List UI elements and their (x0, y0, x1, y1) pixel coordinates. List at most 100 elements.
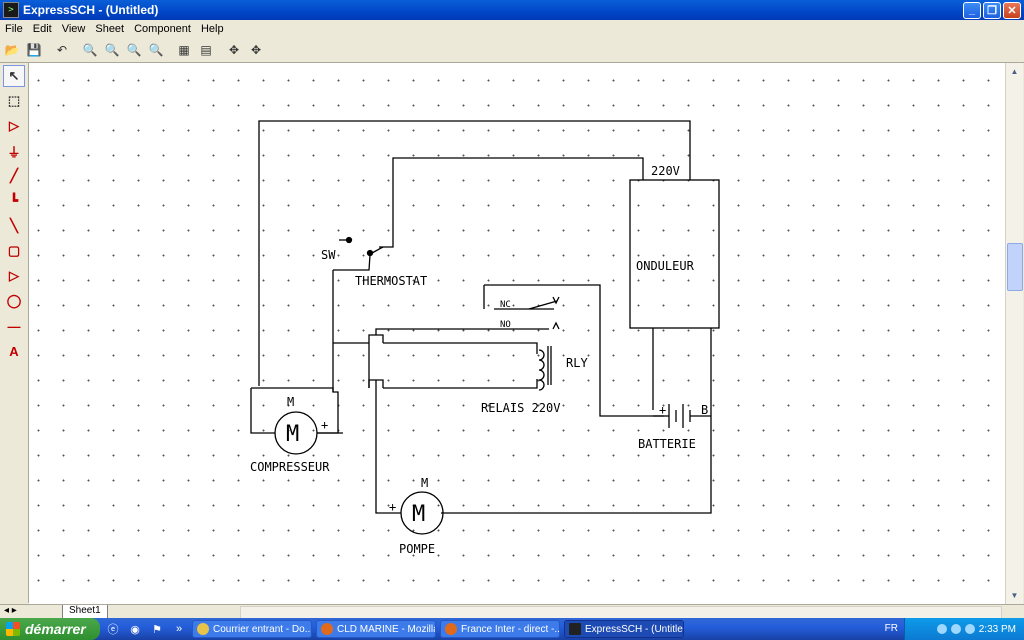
sheet-properties-icon[interactable]: ▦ (178, 42, 190, 57)
windows-flag-icon (6, 622, 20, 636)
quicklaunch-more-icon[interactable]: » (175, 623, 183, 635)
close-button[interactable]: ✕ (1003, 1, 1021, 19)
compresseur-motor-symbol: M (286, 422, 299, 447)
task-expresssch[interactable]: ExpressSCH - (Untitled) (564, 620, 684, 638)
wire (441, 328, 712, 514)
label-sw: SW (321, 248, 336, 262)
wire (258, 120, 691, 386)
menu-help[interactable]: Help (200, 22, 224, 35)
component-icon[interactable]: ▷ (9, 118, 19, 133)
part-icon[interactable]: ▢ (7, 243, 21, 258)
title-bar: > ExpressSCH - (Untitled) _ ❐ ✕ (0, 0, 1024, 20)
zoom-fit-icon[interactable]: 🔍 (148, 42, 164, 57)
zoom-area-icon[interactable]: 🔍 (126, 42, 142, 57)
scroll-thumb[interactable] (1007, 243, 1023, 291)
task-firefox-cld[interactable]: CLD MARINE - Mozilla... (316, 620, 436, 638)
label-no: NO (500, 320, 511, 330)
scroll-down-arrow-icon[interactable]: ▼ (1010, 591, 1019, 600)
open-icon[interactable]: 📂 (4, 42, 20, 57)
label-compresseur: COMPRESSEUR (250, 460, 330, 474)
label-rly: RLY (566, 356, 588, 370)
label-batterie-b: B (701, 403, 708, 417)
menu-bar: File Edit View Sheet Component Help (0, 20, 1024, 37)
wire (375, 505, 401, 514)
relay-coil (538, 349, 545, 391)
runner-icon[interactable]: ⚑ (152, 623, 162, 636)
language-indicator[interactable]: FR (884, 623, 898, 634)
select-arrow-icon[interactable]: ↖ (3, 65, 25, 87)
save-icon[interactable]: 💾 (26, 42, 42, 57)
label-compresseur-plus: + (321, 418, 328, 432)
menu-edit[interactable]: Edit (32, 22, 52, 35)
wire (333, 254, 371, 271)
label-relais: RELAIS 220V (481, 401, 560, 415)
start-button[interactable]: démarrer (0, 618, 100, 640)
network-icon[interactable] (964, 624, 975, 634)
tray-icon[interactable] (950, 624, 961, 634)
pompe-motor (400, 491, 444, 535)
ie-icon[interactable]: ⓔ (107, 624, 119, 636)
vertical-scrollbar[interactable]: ▲ ▼ (1005, 63, 1023, 604)
scroll-up-arrow-icon[interactable]: ▲ (1010, 67, 1019, 76)
switch-contact (366, 249, 374, 257)
wire (379, 157, 644, 248)
wire (484, 284, 664, 417)
firefox-icon (445, 623, 457, 635)
label-thermostat: THERMOSTAT (355, 274, 427, 288)
text-icon[interactable]: A (9, 343, 19, 359)
window-title: ExpressSCH - (Untitled) (23, 3, 159, 17)
wire-hop (368, 334, 384, 343)
undo-icon[interactable]: ↶ (56, 42, 68, 57)
tool-palette: ↖ ⬚ ▷ ⏚ ╱ ┗ ╲ ▢ ▷ ◯ — A (0, 63, 29, 603)
firefox-icon (321, 623, 333, 635)
schematic-canvas[interactable]: SW THERMOSTAT 220V ONDULEUR NC NO RLY RE… (29, 63, 1005, 604)
menu-sheet[interactable]: Sheet (95, 22, 125, 35)
sheet-tab[interactable]: Sheet1 (62, 605, 108, 619)
zoom-in-icon[interactable]: 🔍 (82, 42, 98, 57)
pompe-motor-symbol: M (412, 502, 425, 527)
wire (383, 342, 538, 354)
switch-lever (371, 246, 384, 254)
sheet-bar: ◂ ▸ Sheet1 (0, 604, 1024, 619)
circle-icon[interactable]: ◯ (6, 293, 22, 308)
tray-icon[interactable] (936, 624, 947, 634)
expresssch-icon (569, 623, 581, 635)
minimize-button[interactable]: _ (963, 1, 981, 19)
rotate-icon[interactable]: ✥ (250, 42, 262, 57)
task-firefox-inter[interactable]: France Inter - direct -... (440, 620, 560, 638)
label-pompe: POMPE (399, 542, 435, 556)
taskbar: démarrer ⓔ ◉ ⚑ » Courrier entrant - Do..… (0, 618, 1024, 640)
system-tray: 2:33 PM (904, 618, 1024, 640)
arrow-icon[interactable]: ▷ (9, 268, 19, 283)
wire (250, 388, 275, 434)
label-pompe-m: M (421, 476, 428, 490)
pin-icon[interactable]: — (7, 318, 21, 334)
schematic-drawing: SW THERMOSTAT 220V ONDULEUR NC NO RLY RE… (250, 120, 720, 556)
no-contact (552, 321, 560, 330)
contact-arm (528, 300, 558, 310)
move-icon[interactable]: ✥ (228, 42, 240, 57)
bus-icon[interactable]: ╲ (10, 218, 18, 233)
menu-view[interactable]: View (61, 22, 86, 35)
label-nc: NC (500, 300, 511, 310)
wire-icon[interactable]: ╱ (10, 168, 18, 183)
maximize-button[interactable]: ❐ (983, 1, 1001, 19)
toolbar: 📂 💾 ↶ 🔍 🔍 🔍 🔍 ▦ ▤ ✥ ✥ (0, 37, 1024, 63)
sheet-icon[interactable]: ▤ (200, 42, 212, 57)
wire (383, 379, 538, 389)
clock[interactable]: 2:33 PM (978, 623, 1016, 635)
onduleur-box (629, 179, 720, 329)
sheet-nav-icon[interactable]: ◂ ▸ (4, 605, 17, 616)
menu-file[interactable]: File (5, 22, 23, 35)
select-area-icon[interactable]: ⬚ (7, 93, 21, 108)
junction-icon[interactable]: ┗ (10, 193, 18, 208)
outlook-icon (197, 623, 209, 635)
task-outlook[interactable]: Courrier entrant - Do... (192, 620, 312, 638)
menu-component[interactable]: Component (134, 22, 191, 35)
media-icon[interactable]: ◉ (130, 623, 140, 636)
label-compresseur-m: M (287, 395, 294, 409)
label-batterie: BATTERIE (638, 437, 696, 451)
ground-icon[interactable]: ⏚ (7, 144, 21, 160)
expresssch-app-icon[interactable]: > (3, 2, 19, 18)
zoom-out-icon[interactable]: 🔍 (104, 42, 120, 57)
